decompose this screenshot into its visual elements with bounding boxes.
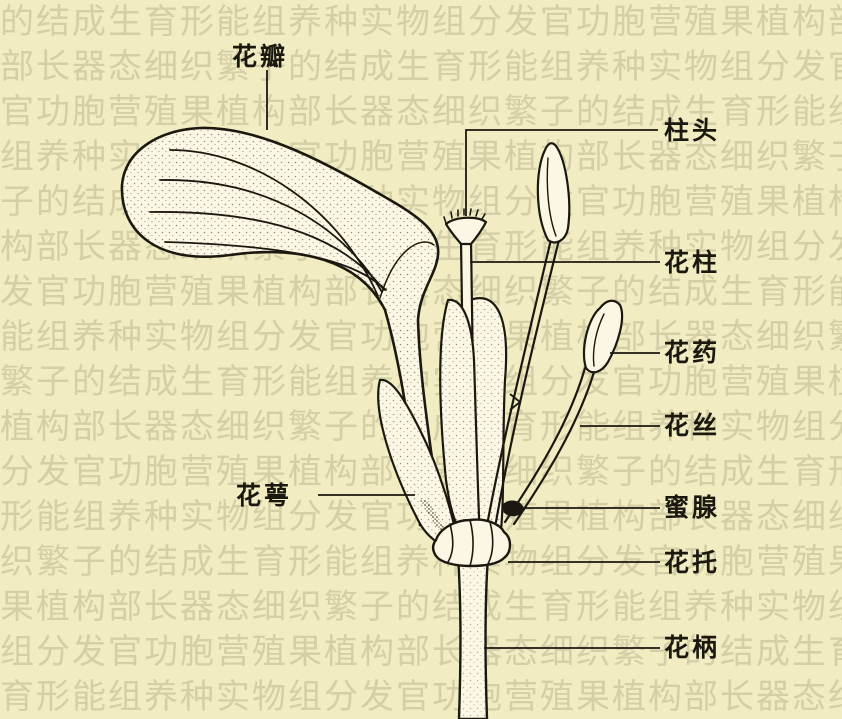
label-filament: 花丝 — [664, 411, 721, 440]
label-stigma: 柱头 — [664, 116, 721, 145]
stamen-short — [503, 299, 624, 526]
label-sepal: 花萼 — [236, 481, 293, 510]
nectary — [503, 500, 525, 517]
label-anther: 花药 — [664, 338, 721, 367]
leader-lines — [266, 70, 660, 649]
label-nectary: 蜜腺 — [664, 493, 721, 522]
bracket-style — [509, 393, 522, 411]
sepal-middle — [439, 298, 482, 542]
stamen-tall — [486, 142, 571, 524]
petal — [120, 126, 442, 527]
leader-stigma — [465, 129, 658, 216]
label-petal: 花瓣 — [232, 42, 289, 71]
sepal-back — [468, 297, 508, 547]
label-pedicel: 花柄 — [664, 633, 721, 662]
label-receptacle: 花托 — [664, 548, 721, 577]
label-style: 花柱 — [664, 248, 721, 277]
pedicel — [456, 554, 490, 719]
receptacle — [431, 518, 512, 568]
